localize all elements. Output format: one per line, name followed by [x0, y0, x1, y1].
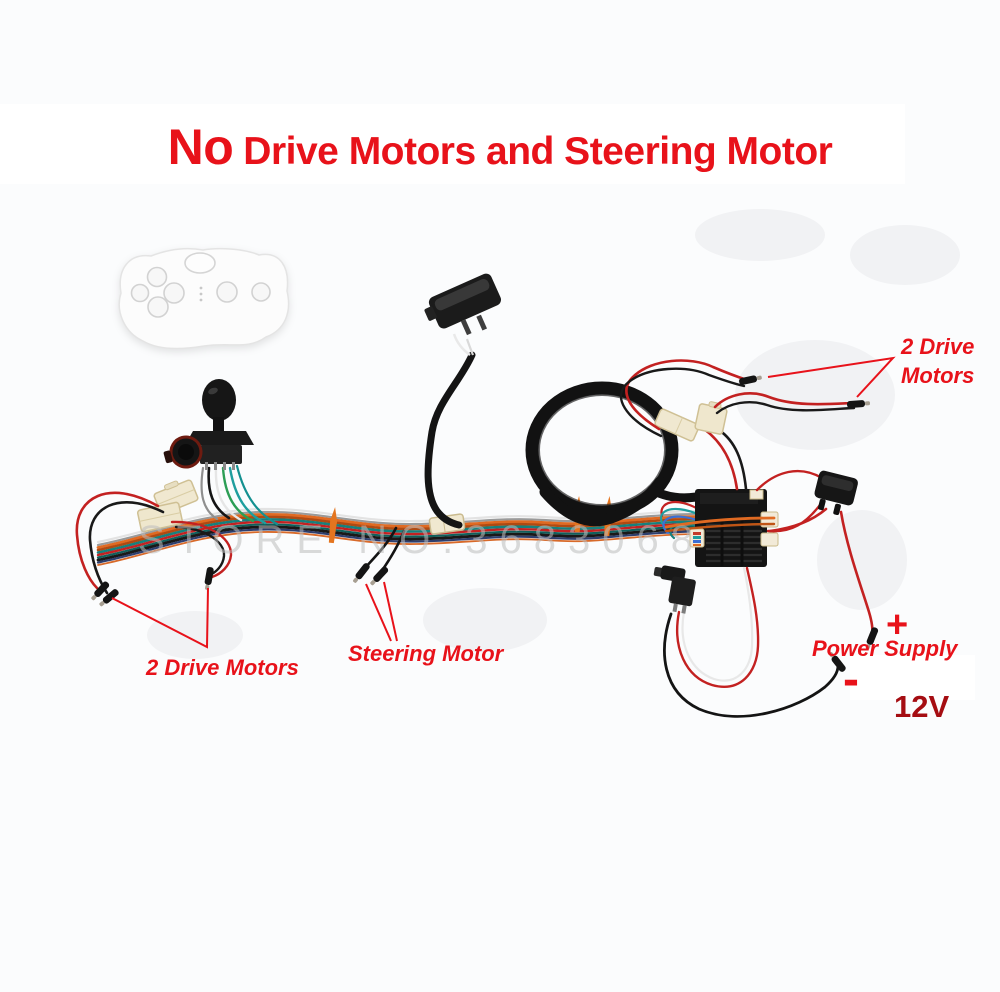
- inline-connectors-pair: [654, 401, 728, 442]
- right-drive-motor-wires: [619, 359, 856, 438]
- label-drive-motors-right-line1: 2 Drive: [901, 334, 975, 359]
- label-drive-motors-left: 2 Drive Motors: [146, 655, 299, 680]
- box-vents: [706, 523, 762, 563]
- bullet-connector: [351, 561, 371, 585]
- remote-button-center: [163, 282, 185, 304]
- power-rocker-switch: [424, 273, 502, 529]
- label-plus: +: [886, 604, 909, 646]
- bullet-connector: [368, 565, 390, 587]
- label-power-supply: Power Supply: [812, 636, 958, 661]
- label-voltage: 12V: [894, 689, 950, 724]
- remote-button-up: [146, 266, 168, 288]
- receiver-control-box: [659, 427, 824, 567]
- remote-control: [118, 247, 290, 350]
- left-drive-motor-wires: [75, 491, 233, 595]
- round-switch: [163, 435, 203, 469]
- battery-toggle-switch: [768, 470, 874, 636]
- gear-shift-lever: [163, 379, 279, 526]
- remote-button-right1: [216, 281, 238, 303]
- background-smudges: [147, 209, 960, 659]
- store-watermark: STORE NO.3683068: [138, 518, 706, 562]
- remote-oval-button: [184, 252, 216, 274]
- remote-indicator-dots: [199, 286, 203, 302]
- tamiya-connectors-left: [136, 479, 199, 533]
- label-drive-motors-right: 2 Drive Motors: [901, 332, 974, 390]
- title-emphasis: No: [167, 119, 234, 175]
- label-drive-motors-right-line2: Motors: [901, 363, 975, 388]
- white-patch: [850, 655, 975, 700]
- shifter-wires: [200, 464, 279, 526]
- remote-button-right2: [251, 282, 271, 302]
- remote-button-left: [130, 283, 150, 303]
- label-minus: -: [843, 653, 859, 706]
- bullet-connector: [203, 566, 215, 591]
- label-steering-motor: Steering Motor: [348, 641, 504, 666]
- dc-charging-jack: [653, 565, 840, 718]
- connector-pins: [693, 532, 701, 546]
- coiled-extension-cable: [525, 381, 701, 527]
- annotation-arrows: [111, 356, 896, 649]
- title-rest: Drive Motors and Steering Motor: [243, 130, 833, 173]
- remote-button-down: [147, 296, 169, 318]
- title-background-band: [0, 104, 905, 184]
